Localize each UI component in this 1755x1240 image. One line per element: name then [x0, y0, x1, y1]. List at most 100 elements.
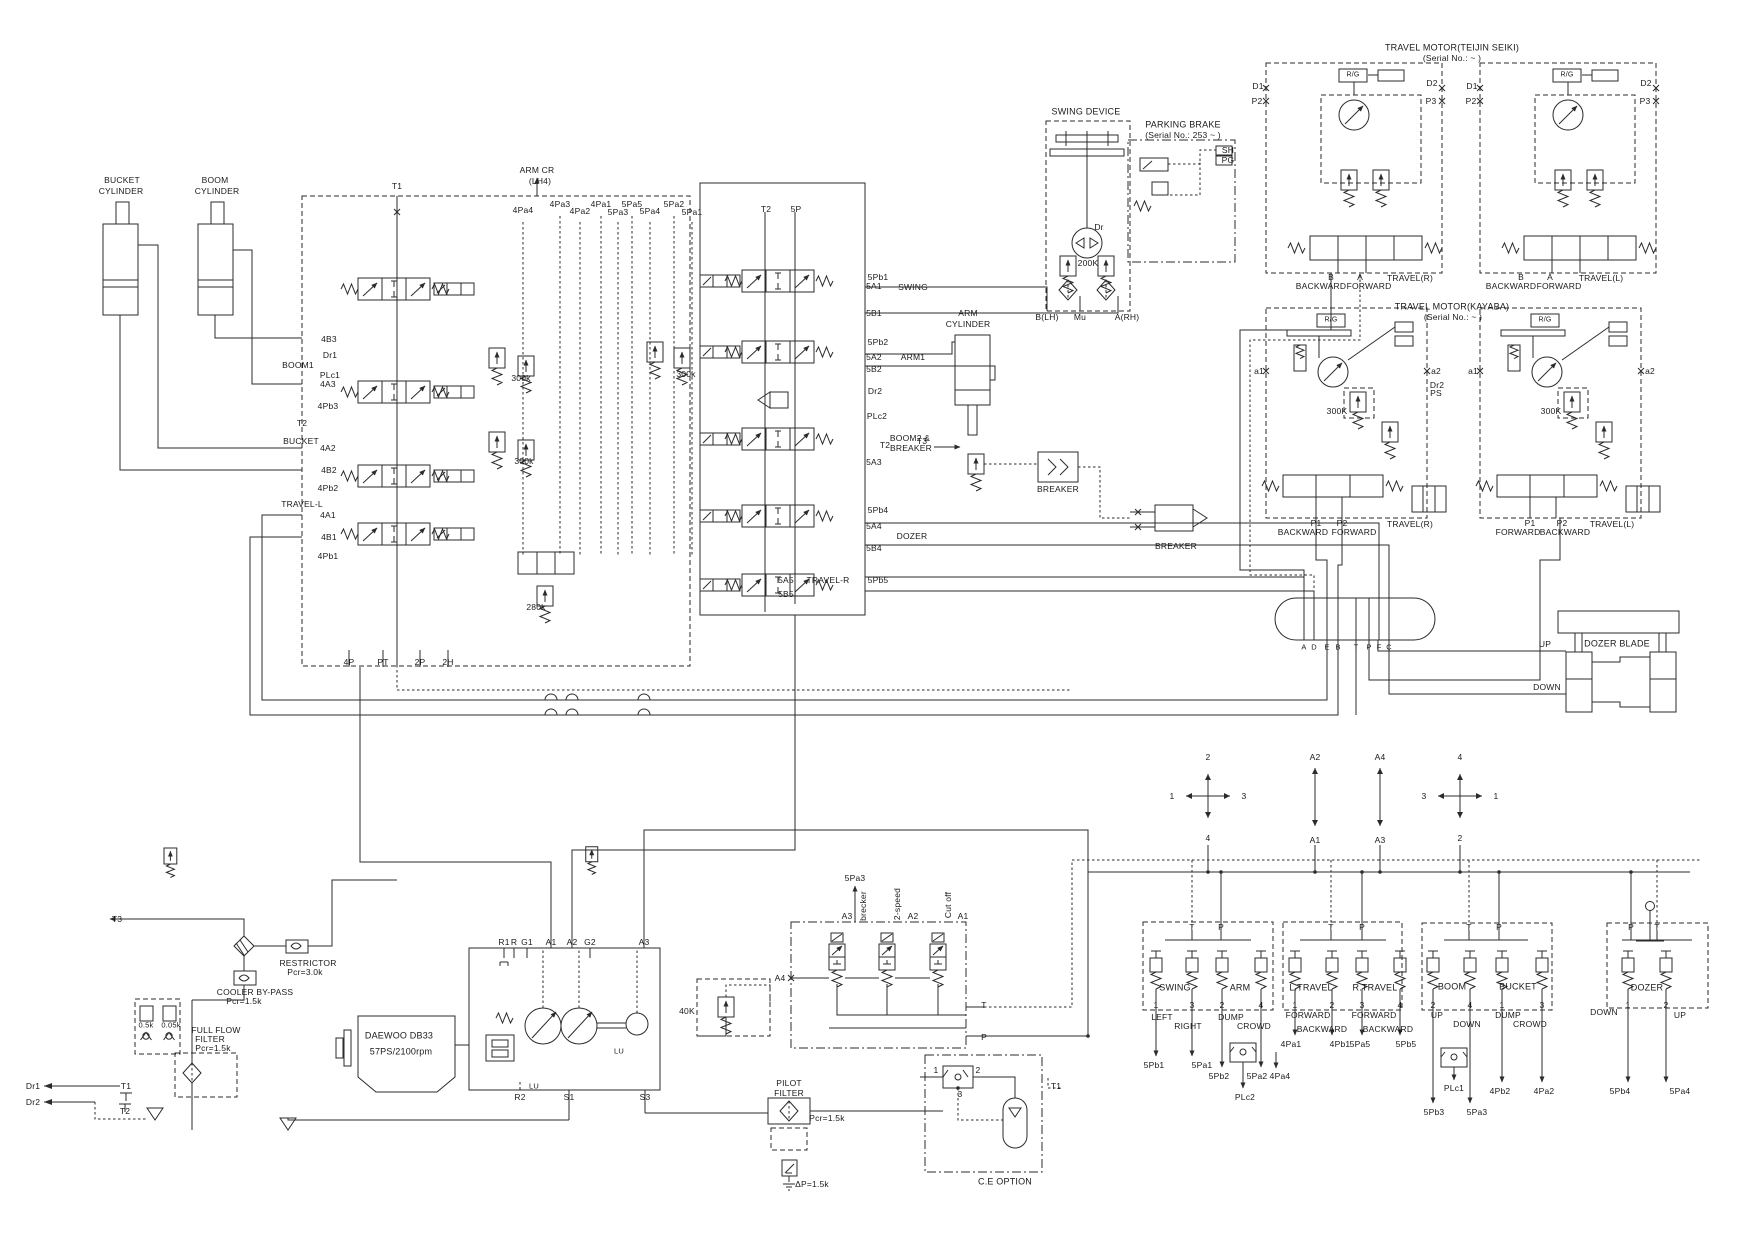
engine-symbol [336, 1016, 469, 1092]
sol-label-brecker: brecker [857, 891, 868, 921]
parking-port-pg: PG [1221, 154, 1235, 165]
relief-40k: 40K [679, 1005, 695, 1016]
main-control-valve-left-bank [302, 177, 692, 667]
rcv-dozer [1607, 902, 1708, 1083]
full-flow-label-1: FULL FLOW [191, 1024, 241, 1035]
parking-brake-title-2: (Serial No.: 253 ~ ) [1145, 129, 1221, 140]
rotary-port-t: T [1353, 642, 1359, 652]
breaker-label-2: BREAKER [1154, 540, 1198, 551]
rcv-dozer-p: P [1628, 921, 1634, 932]
pump-port-g2: G2 [584, 936, 596, 947]
cross4-3: 3 [1421, 790, 1427, 801]
rcv-rtravel-forward: FORWARD [1351, 1009, 1397, 1020]
swing-port-b-lh: B(LH) [1035, 311, 1059, 322]
tank-port-t2: T2 [119, 1105, 131, 1116]
rcv-dozer-up: UP [1673, 1009, 1687, 1020]
drain-dr1: Dr1 [25, 1080, 41, 1091]
engine-name: DAEWOO DB33 [364, 1030, 434, 1041]
mcv-port-4b1: 4B1 [321, 531, 337, 542]
rcv-out-4pa1: 4Pa1 [1280, 1038, 1302, 1049]
rcv-bucket-title: BUCKET [1499, 981, 1537, 992]
mcv-section-travel-l: TRAVEL-L [281, 498, 323, 509]
cross4-2: 2 [1457, 832, 1463, 843]
teijin1-rg: R/G [1346, 71, 1360, 79]
rcv-travel-t: T [1328, 921, 1334, 932]
swing-device-symbol [865, 121, 1130, 313]
swing-port-dr: Dr [1094, 221, 1104, 232]
teijin1-port-p2: P2 [1251, 95, 1263, 106]
pump-port-r: R [510, 936, 518, 947]
cross4-1: 1 [1493, 790, 1499, 801]
rcv-boom-down: DOWN [1453, 1018, 1481, 1029]
rcv5-port-5a4: 5A4 [866, 520, 882, 531]
dozer-blade-down: DOWN [1533, 681, 1561, 692]
pump-port-r2: R2 [514, 1091, 526, 1102]
mcv-arm-cr-1: ARM CR [519, 164, 555, 175]
mcv-relief-300k-3: 300k [676, 368, 696, 379]
teijin2-travel-l: TRAVEL(L) [1578, 272, 1624, 283]
teijin1-dir-b: B [1328, 271, 1334, 282]
bucket-cylinder-title-1: BUCKET [104, 174, 140, 185]
pilot-filter-symbol [586, 847, 943, 1190]
port-t3-bottom: T3 [111, 913, 123, 924]
kayaba2-port-a1: a1 [1468, 365, 1478, 376]
mcv-port-5pa1: 5Pa1 [681, 206, 703, 217]
cross1-4: 4 [1205, 832, 1211, 843]
teijin1-port-d2: D2 [1426, 77, 1438, 88]
rotary-port-p: P [1366, 642, 1372, 652]
pilot-filter-label-1: PILOT [776, 1077, 802, 1088]
parking-port-sh: SH [1221, 144, 1235, 155]
mcv-relief-300k-1: 300k [511, 372, 531, 383]
mcv-port-4pa3: 4Pa3 [549, 198, 571, 209]
rcv-boom-4: 4 [1467, 999, 1473, 1010]
pump-port-s3: S3 [639, 1091, 651, 1102]
kayaba1-dir-p2: P2 [1336, 517, 1348, 528]
cross2-a2: A2 [1309, 751, 1321, 762]
mcv-port-2p: 2P [414, 656, 426, 667]
mcv-port-4pb1: 4Pb1 [317, 550, 339, 561]
teijin-title-2: (Serial No.: ~ ) [1422, 52, 1482, 63]
parking-brake-symbol [1128, 140, 1235, 262]
teijin1-dir-forward: FORWARD [1346, 280, 1392, 291]
sol-port-a3: A3 [841, 910, 853, 921]
teijin1-dir-backward: BACKWARD [1295, 280, 1347, 291]
mcv-port-4b2: 4B2 [321, 464, 337, 475]
rcv-boom-up: UP [1430, 1009, 1444, 1020]
sol-label-cutoff: Cut off [942, 891, 953, 919]
rcv5-section-arm1: ARM1 [900, 351, 926, 362]
teijin2-rg: R/G [1560, 71, 1574, 79]
rcv5-port-5a2: 5A2 [866, 351, 882, 362]
rcv5-section-dozer: DOZER [896, 530, 928, 541]
rcv5-section-travel-r: TRAVEL-R [806, 574, 850, 585]
rcv-out-plc1: PLc1 [1443, 1082, 1465, 1093]
rotary-port-f: F [1376, 642, 1382, 652]
rcv5-port-5a5: 5A5 [778, 574, 794, 585]
cooler-and-filters [44, 848, 569, 1130]
rcv5-section-boom2-1: BOOM2 & [889, 432, 931, 443]
rcv-dozer-down: DOWN [1590, 1006, 1618, 1017]
mcv-port-dr1: Dr1 [322, 349, 338, 360]
kayaba1-relief-300k: 300K [1326, 405, 1348, 416]
rcv-out-5pb1: 5Pb1 [1143, 1059, 1165, 1070]
sol-port-t: T [981, 999, 987, 1010]
rcv5-port-5pb4: 5Pb4 [867, 504, 889, 515]
rotary-port-c: C [1386, 642, 1392, 652]
mcv-port-4a2: 4A2 [320, 442, 336, 453]
rcv-out-4pa4: 4Pa4 [1269, 1070, 1291, 1081]
rcv-ltravel-2: 2 [1329, 999, 1335, 1010]
pump-port-a2: A2 [566, 936, 578, 947]
rcv-bucket-dump: DUMP [1495, 1009, 1521, 1020]
teijin2-dir-forward: FORWARD [1536, 280, 1582, 291]
rotary-port-d: D [1311, 642, 1317, 652]
rcv5-port-5pb2: 5Pb2 [867, 336, 889, 347]
rotary-port-e: E [1324, 642, 1330, 652]
swing-device-title: SWING DEVICE [1051, 106, 1121, 117]
kayaba1-dir-backward: BACKWARD [1277, 526, 1329, 537]
sol-port-5pa3: 5Pa3 [844, 872, 866, 883]
travel-motor-kayaba-1 [1261, 308, 1446, 518]
swing-port-mu: Mu [1073, 311, 1087, 322]
kayaba2-dir-backward: BACKWARD [1539, 526, 1591, 537]
relief-valve-40k [697, 979, 770, 1036]
rcv-boombucket-p: P [1496, 921, 1502, 932]
